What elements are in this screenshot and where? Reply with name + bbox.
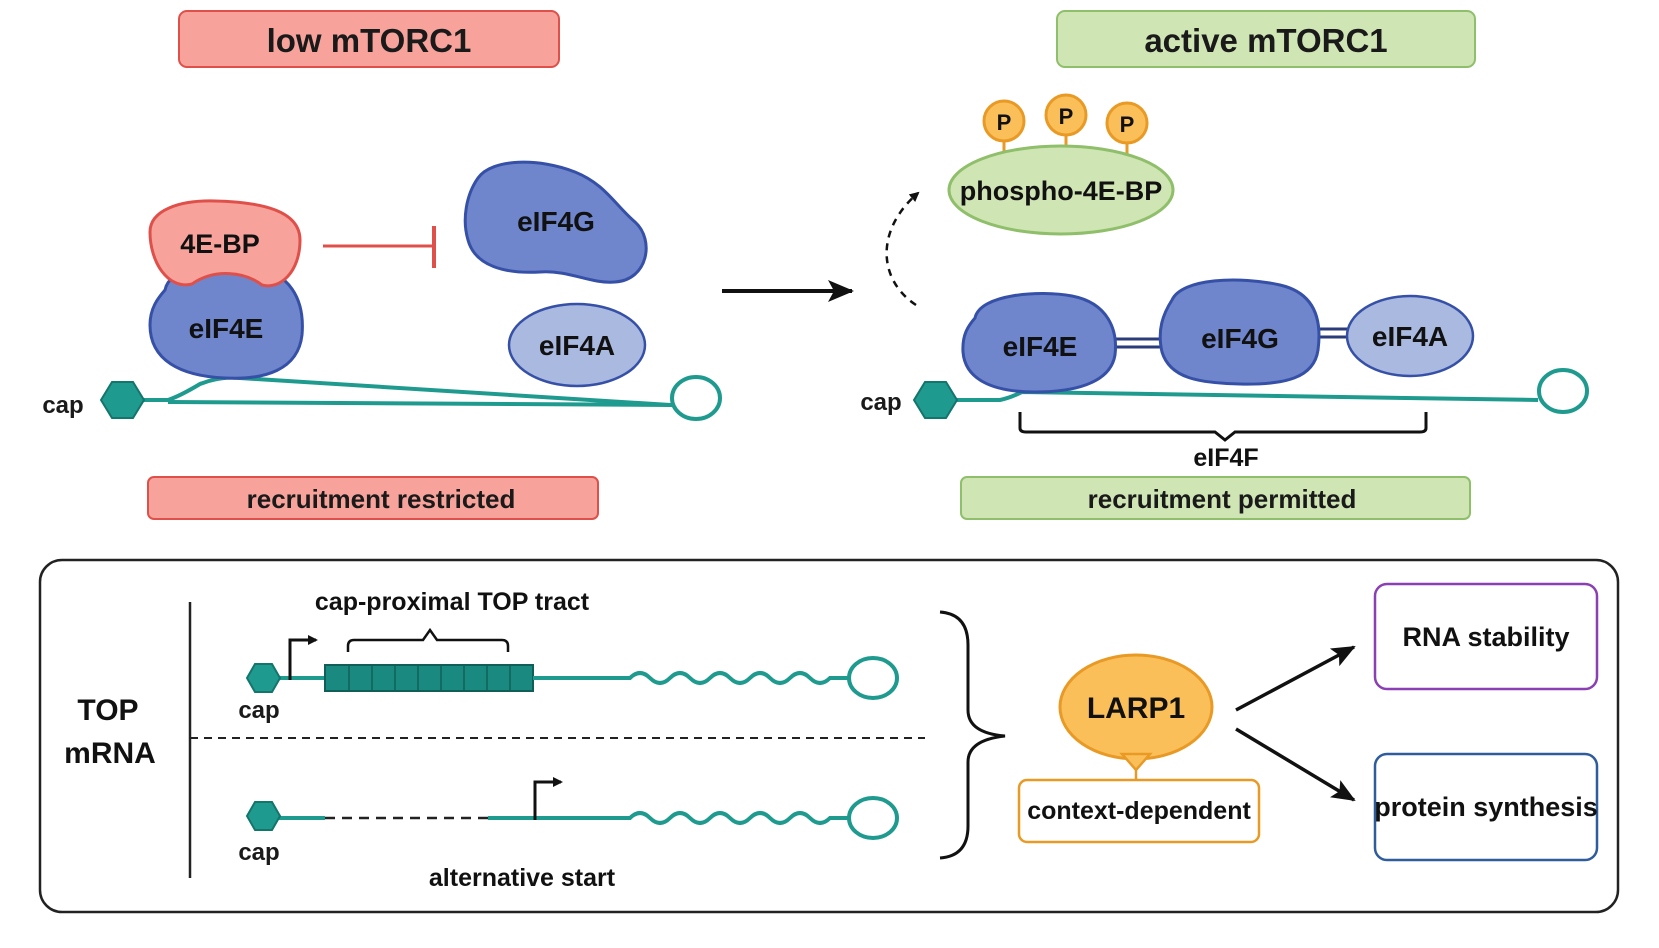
eif4g-right-label: eIF4G [1201, 323, 1279, 354]
eif4f-label: eIF4F [1193, 444, 1258, 472]
active-mtorc1-header-box [1056, 10, 1476, 68]
top-tract-bracket [346, 627, 510, 652]
protein-synthesis-label: protein synthesis [1374, 792, 1598, 822]
arrow-to-protein-synthesis [1235, 727, 1356, 802]
eif4a-left-blob [507, 302, 647, 388]
row1-mrna-loop [847, 656, 899, 700]
phospho-4ebp-blob [947, 144, 1175, 236]
top-mrna-label-line1: TOP [77, 694, 138, 727]
top-tract-segments [348, 665, 511, 691]
row1-cap-icon [245, 663, 282, 693]
row2-mrna-loop [847, 796, 899, 840]
alternative-start-label: alternative start [429, 864, 616, 892]
right-cap-label: cap [860, 389, 901, 416]
phosphate-label-2: P [1059, 104, 1074, 129]
4ebp-label: 4E-BP [180, 229, 260, 259]
phosphate-icon-1 [982, 99, 1026, 143]
recruitment-restricted-label: recruitment restricted [247, 484, 516, 514]
row1-mrna-body [533, 671, 848, 685]
4ebp-blob [148, 199, 302, 288]
eif4g-left-blob [463, 160, 648, 284]
bottom-panel: TOP mRNA cap-proximal TOP tract cap [38, 558, 1620, 914]
row2-cap-label: cap [238, 839, 279, 866]
left-cap-icon [99, 381, 146, 419]
right-panel: active mTORC1 phospho-4E-BP P P P cap eI… [860, 10, 1589, 520]
top-tract-label: cap-proximal TOP tract [315, 588, 590, 616]
eif4a-right-label: eIF4A [1372, 321, 1448, 352]
phosphorylation-dashed-arrow [885, 191, 920, 307]
left-mrna-loop [670, 375, 722, 421]
low-mtorc1-header-box [178, 10, 560, 68]
left-mrna-strand-main [167, 400, 673, 407]
context-dependent-label: context-dependent [1027, 797, 1251, 825]
eif4f-bracket [1018, 412, 1428, 442]
eif4e-left-label: eIF4E [189, 313, 264, 344]
left-cap-label: cap [42, 392, 83, 419]
eif4e-right-blob [961, 292, 1117, 394]
eif4a-left-label: eIF4A [539, 330, 615, 361]
rna-stability-label: RNA stability [1402, 622, 1569, 652]
recruitment-restricted-box [147, 476, 599, 520]
top-mrna-label-line2: mRNA [64, 737, 156, 770]
larp1-pointer [1119, 752, 1153, 772]
phosphate-label-3: P [1120, 112, 1135, 137]
phospho-4ebp-label: phospho-4E-BP [960, 176, 1163, 206]
top-tract-block [324, 664, 534, 692]
larp1-label: LARP1 [1087, 692, 1185, 725]
row2-mrna-body [488, 811, 848, 825]
right-mrna-loop [1537, 368, 1589, 414]
row2-cap-icon [245, 801, 282, 831]
phosphate-label-1: P [997, 110, 1012, 135]
eif4g-right-blob [1158, 278, 1321, 386]
phosphate-icon-2 [1044, 93, 1088, 137]
low-mtorc1-header: low mTORC1 [267, 22, 472, 59]
row2-start-arrow [533, 777, 563, 820]
rna-stability-box [1373, 582, 1599, 691]
active-mtorc1-header: active mTORC1 [1144, 22, 1387, 59]
row1-cap-label: cap [238, 697, 279, 724]
left-panel: low mTORC1 cap eIF4E 4E-BP eIF4G eIF4A r… [42, 10, 722, 520]
eif4g-left-label: eIF4G [517, 206, 595, 237]
convergence-brace [939, 610, 1006, 860]
eif4a-right-blob [1345, 294, 1475, 378]
recruitment-permitted-label: recruitment permitted [1088, 484, 1357, 514]
row1-start-arrow [288, 635, 318, 680]
eif4e-right-label: eIF4E [1003, 331, 1078, 362]
context-dependent-box [1017, 778, 1261, 844]
arrow-to-rna-stability [1235, 645, 1356, 712]
phosphate-icon-3 [1105, 101, 1149, 145]
protein-synthesis-box [1373, 752, 1599, 862]
recruitment-permitted-box [960, 476, 1471, 520]
right-cap-icon [912, 381, 959, 419]
